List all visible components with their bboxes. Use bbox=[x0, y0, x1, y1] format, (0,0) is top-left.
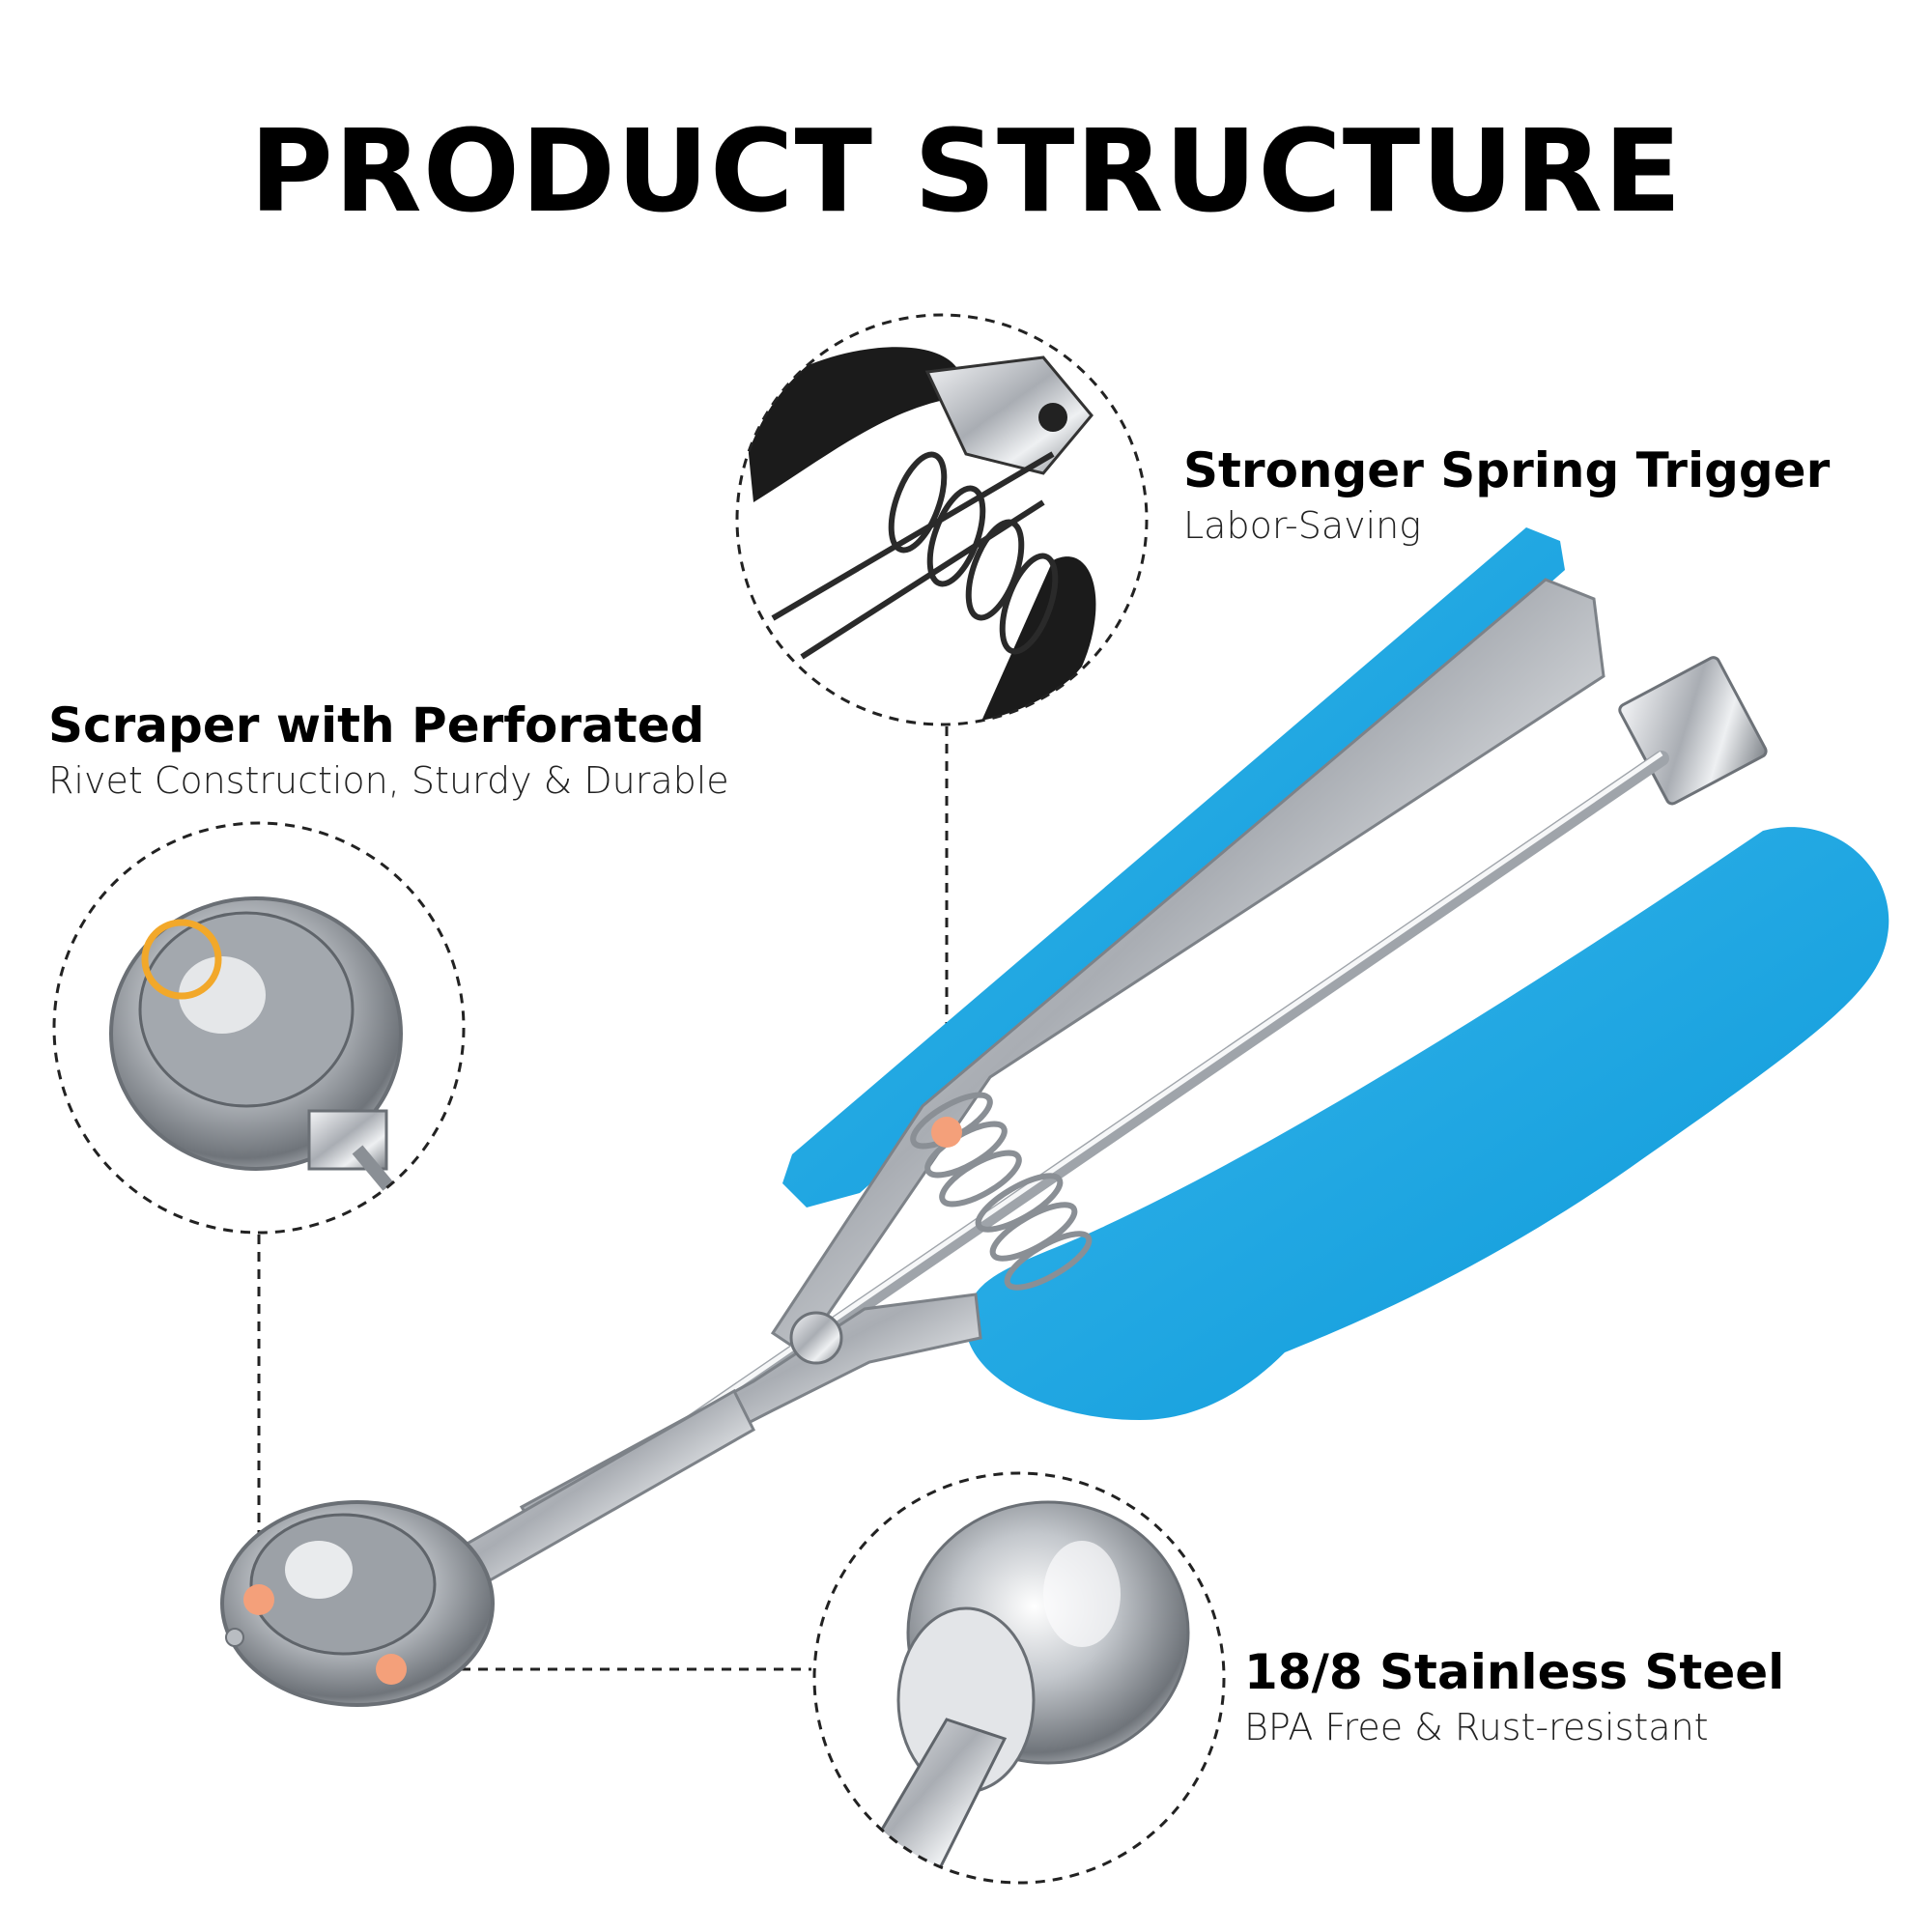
callout-steel-heading: 18/8 Stainless Steel bbox=[1244, 1644, 1785, 1700]
marker-spring bbox=[931, 1117, 962, 1148]
scoop-illustration bbox=[220, 527, 1889, 1707]
upper-handle bbox=[782, 527, 1565, 1208]
detail-scraper-rivet bbox=[52, 821, 466, 1235]
callout-spring-trigger: Stronger Spring Trigger Labor-Saving bbox=[1183, 442, 1830, 547]
upper-steel-arm bbox=[770, 578, 1605, 1355]
callout-steel-subtext: BPA Free & Rust-resistant bbox=[1244, 1706, 1709, 1748]
detail-spring-trigger bbox=[735, 313, 1149, 726]
callout-spring-heading: Stronger Spring Trigger bbox=[1183, 442, 1831, 498]
callout-scraper-subtext: Rivet Construction, Sturdy & Durable bbox=[48, 759, 729, 802]
rivet-highlight-ring bbox=[141, 919, 222, 1000]
pivot-rivet bbox=[789, 1311, 843, 1365]
callout-spring-subtext: Labor-Saving bbox=[1183, 504, 1422, 547]
callout-scraper: Scraper with Perforated Rivet Constructi… bbox=[48, 697, 729, 802]
lower-handle bbox=[965, 827, 1889, 1420]
marker-scraper bbox=[243, 1584, 274, 1615]
callout-stainless-steel: 18/8 Stainless Steel BPA Free & Rust-res… bbox=[1244, 1644, 1784, 1748]
callout-scraper-heading: Scraper with Perforated bbox=[48, 697, 705, 753]
page-title: PRODUCT STRUCTURE bbox=[249, 104, 1683, 238]
detail-stainless-steel bbox=[812, 1471, 1226, 1885]
marker-steel bbox=[376, 1654, 407, 1685]
callout-markers bbox=[243, 1117, 962, 1685]
spring-lower bbox=[975, 1173, 1093, 1291]
